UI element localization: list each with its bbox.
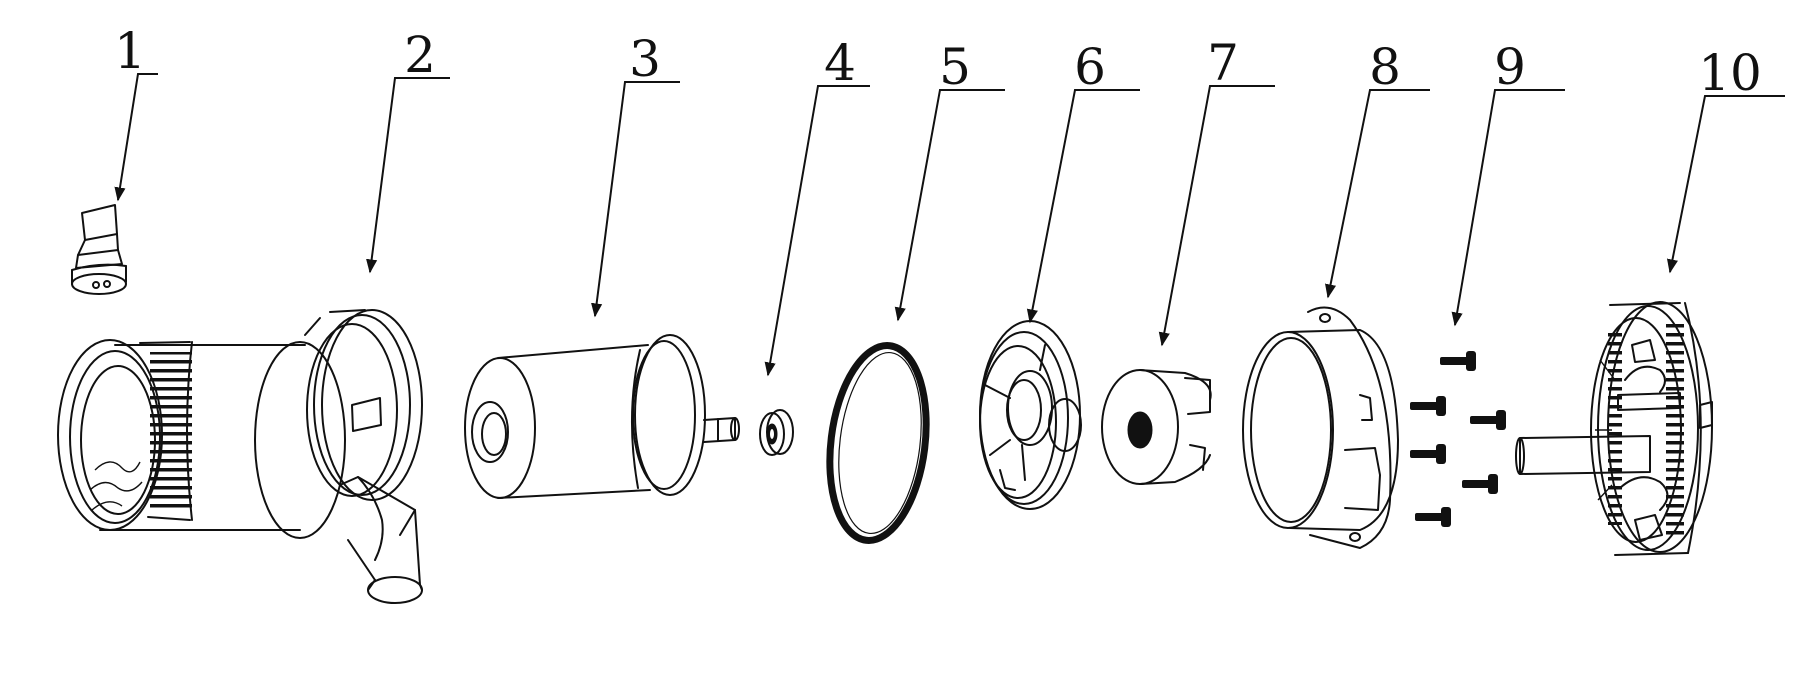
callout-label-1: 1 — [114, 22, 146, 80]
callout-label-10: 10 — [1698, 44, 1762, 102]
leader-line-8 — [1325, 89, 1430, 299]
leader-line-1 — [114, 73, 158, 202]
part-2-pump-housing — [57, 309, 423, 604]
leader-lines — [114, 73, 1785, 377]
callout-label-4: 4 — [824, 34, 856, 92]
part-10-strainer — [1515, 301, 1713, 556]
part-1-cable-plug — [71, 204, 127, 295]
callout-label-7: 7 — [1207, 34, 1239, 92]
part-9-screws — [1410, 351, 1506, 527]
callout-label-5: 5 — [939, 38, 971, 96]
part-8-volute-housing — [1242, 306, 1399, 549]
leader-line-6 — [1026, 89, 1140, 324]
leader-line-4 — [764, 85, 870, 377]
part-3-motor — [464, 334, 740, 499]
leader-line-3 — [591, 81, 680, 318]
part-6-impeller-cover — [979, 320, 1082, 510]
part-4-bearing — [759, 409, 794, 456]
leader-line-5 — [894, 89, 1005, 322]
callout-label-8: 8 — [1369, 38, 1401, 96]
part-7-impeller — [1101, 369, 1212, 485]
leader-line-7 — [1158, 85, 1275, 347]
callout-label-2: 2 — [404, 26, 436, 84]
callout-label-9: 9 — [1494, 38, 1526, 96]
part-5-o-ring — [826, 342, 930, 544]
leader-line-2 — [366, 77, 450, 274]
callout-label-6: 6 — [1074, 38, 1106, 96]
callout-label-3: 3 — [629, 30, 661, 88]
leader-line-10 — [1666, 95, 1785, 274]
callout-labels: 1 2 3 4 5 6 7 8 9 10 — [114, 22, 1762, 102]
leader-line-9 — [1451, 89, 1565, 327]
